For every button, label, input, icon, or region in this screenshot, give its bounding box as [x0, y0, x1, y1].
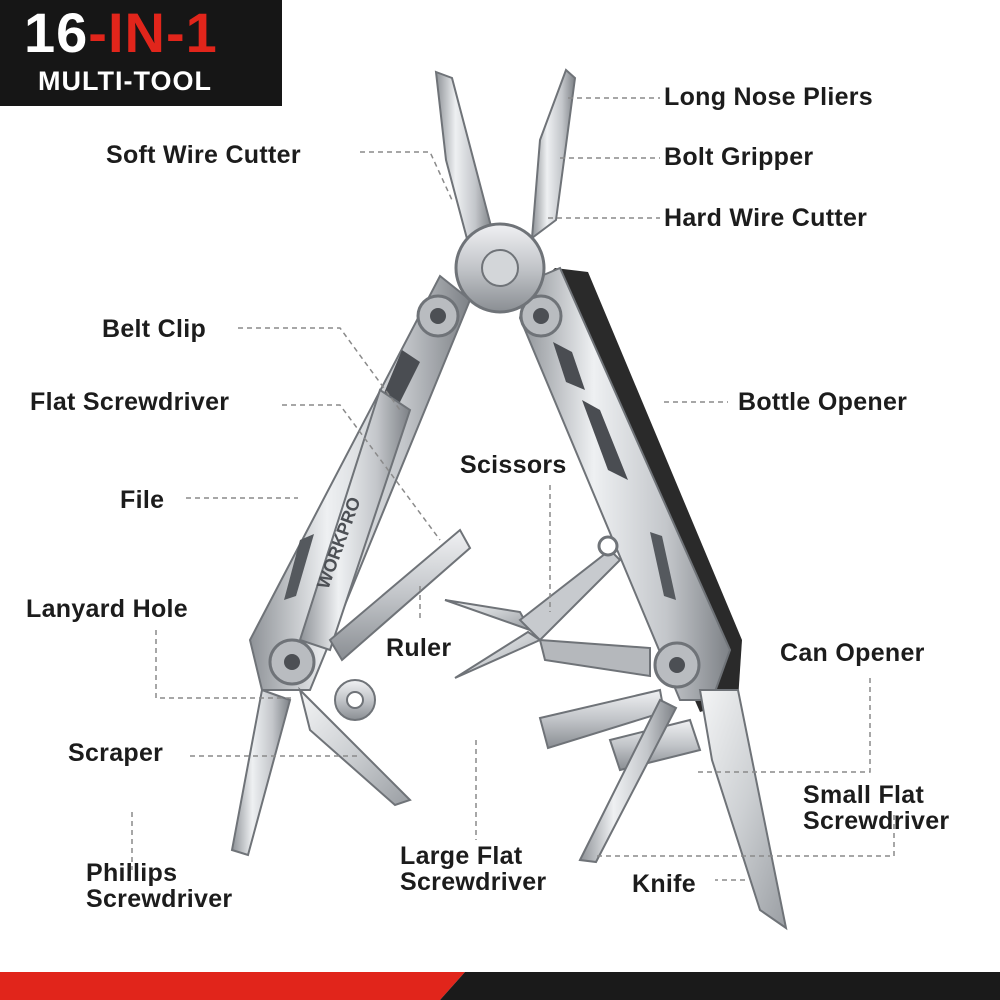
- label-can-opener: Can Opener: [780, 639, 925, 667]
- pliers-jaws: [434, 68, 577, 314]
- label-lanyard-hole: Lanyard Hole: [26, 595, 188, 623]
- label-small-flat-screwdriver-line2: Screwdriver: [803, 807, 950, 835]
- left-handle: WORKPRO: [248, 274, 472, 691]
- label-belt-clip: Belt Clip: [102, 315, 207, 343]
- leader-lines: [131, 97, 895, 881]
- badge-title: 16-IN-1: [24, 2, 264, 64]
- badge-number: 16: [24, 1, 89, 64]
- label-bottle-opener: Bottle Opener: [738, 388, 908, 416]
- product-title-badge: 16-IN-1 MULTI-TOOL: [0, 0, 282, 106]
- label-hard-wire-cutter: Hard Wire Cutter: [664, 204, 868, 232]
- badge-one: 1: [185, 1, 218, 64]
- label-soft-wire-cutter: Soft Wire Cutter: [106, 141, 301, 169]
- label-knife: Knife: [632, 870, 696, 898]
- ruler: [328, 528, 472, 662]
- label-bolt-gripper: Bolt Gripper: [664, 143, 814, 171]
- badge-subtitle: MULTI-TOOL: [38, 66, 212, 96]
- label-ruler: Ruler: [386, 634, 452, 662]
- lower-left-tools: [230, 679, 412, 857]
- label-small-flat-screwdriver-line1: Small Flat: [803, 781, 925, 809]
- scissors: [444, 535, 651, 679]
- badge-in: IN: [107, 1, 166, 64]
- badge-dash: -: [165, 1, 186, 64]
- bottom-accent-stripe: [0, 972, 1000, 1000]
- stripe-red: [0, 972, 465, 1000]
- label-large-flat-screwdriver-line2: Screwdriver: [400, 868, 547, 896]
- label-phillips-screwdriver-line2: Screwdriver: [86, 885, 233, 913]
- belt-clip-part: [298, 388, 412, 652]
- label-scissors: Scissors: [460, 451, 567, 479]
- badge-dash: -: [88, 1, 108, 64]
- label-file: File: [120, 486, 165, 514]
- label-flat-screwdriver: Flat Screwdriver: [30, 388, 230, 416]
- label-phillips-screwdriver-line1: Phillips: [86, 859, 178, 887]
- stripe-dark: [440, 972, 1000, 1000]
- right-handle: [518, 266, 742, 712]
- label-large-flat-screwdriver-line1: Large Flat: [400, 842, 523, 870]
- label-long-nose-pliers: Long Nose Pliers: [664, 83, 874, 111]
- label-scraper: Scraper: [68, 739, 164, 767]
- lower-right-tools: [538, 688, 788, 931]
